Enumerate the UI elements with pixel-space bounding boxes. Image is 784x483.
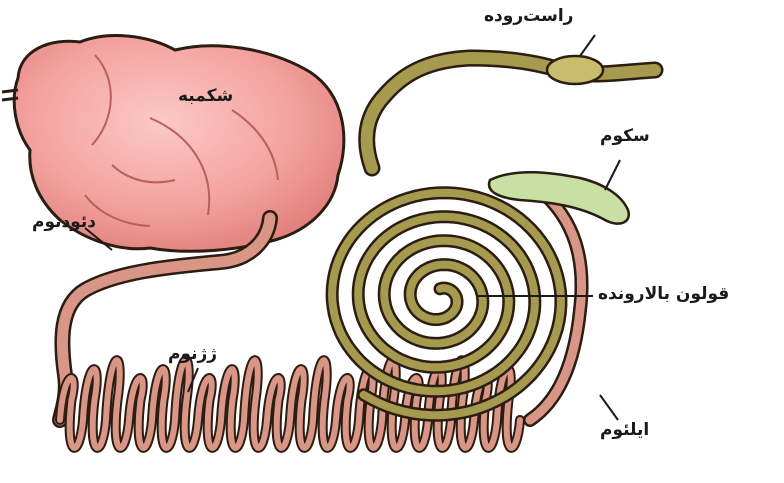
label-rumen: شکمبه — [178, 86, 233, 106]
label-jejunum: ژژنوم — [168, 344, 217, 364]
label-cecum: سکوم — [600, 126, 650, 146]
jejunum-coils — [60, 360, 520, 448]
label-ascending-colon: قولون بالارونده — [598, 284, 729, 304]
leader-rectum — [580, 35, 595, 56]
leader-cecum — [605, 160, 620, 190]
leader-ileum — [600, 395, 618, 420]
label-rectum: راست‌روده — [484, 6, 573, 26]
label-duodenum: دئودنوم — [32, 212, 96, 232]
label-ileum: ایلئوم — [600, 420, 649, 440]
rectum-tube — [367, 56, 655, 168]
